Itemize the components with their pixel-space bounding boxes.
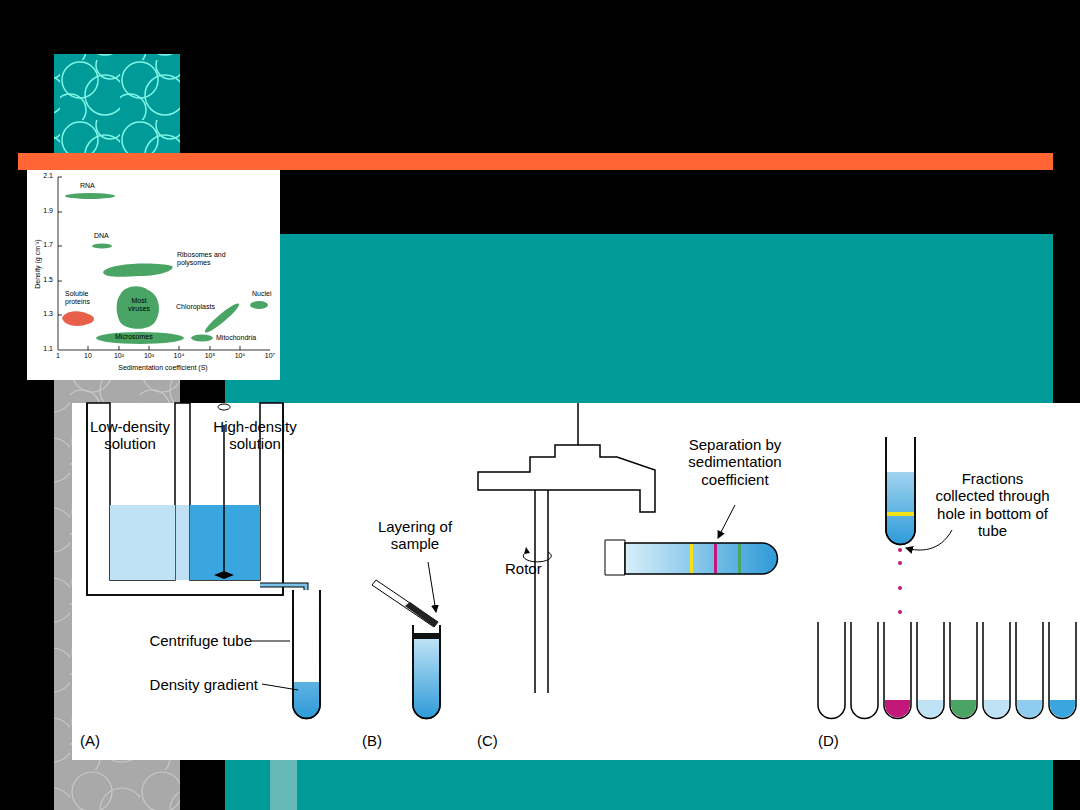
axis-tick: 1 — [46, 352, 70, 360]
data-label: Soluble proteins — [65, 290, 105, 306]
panel-letter: (D) — [818, 732, 858, 749]
data-label: Mitochondria — [216, 334, 276, 342]
axis-tick: 10⁵ — [198, 352, 222, 360]
data-label: Nuclei — [252, 290, 282, 298]
callout-label: Layering of sample — [370, 518, 460, 553]
data-label: Microsomes — [115, 333, 165, 341]
data-label: DNA — [94, 232, 124, 240]
part-label: Rotor — [505, 560, 565, 577]
callout-label: High-density solution — [200, 418, 310, 453]
callout-label: Separation by sedimentation coefficient — [670, 436, 800, 488]
axis-tick: 1.1 — [35, 345, 53, 353]
panel-letter: (A) — [80, 732, 120, 749]
panel-letter: (C) — [477, 732, 517, 749]
axis-tick: 10⁶ — [228, 352, 252, 360]
panel-letter: (B) — [362, 732, 402, 749]
axis-tick: 10⁴ — [167, 352, 191, 360]
callout-label: Centrifuge tube — [122, 632, 252, 649]
axis-tick: 10 — [76, 352, 100, 360]
axis-tick: 10³ — [137, 352, 161, 360]
callout-label: Fractions collected through hole in bott… — [930, 470, 1055, 539]
axis-tick: 10⁷ — [258, 352, 282, 360]
axis-title: Sedimentation coefficient (S) — [93, 364, 233, 372]
axis-tick: 1.9 — [35, 207, 53, 215]
callout-label: Low-density solution — [80, 418, 180, 453]
axis-title: Density (g cm⁻³) — [34, 224, 42, 304]
axis-tick: 2.1 — [35, 172, 53, 180]
data-label: RNA — [80, 182, 110, 190]
callout-label: Density gradient — [128, 676, 258, 693]
data-label: Chloroplasts — [176, 303, 226, 311]
axis-tick: 10² — [107, 352, 131, 360]
data-label: Ribosomes and polysomes — [177, 251, 237, 267]
data-label: Most viruses — [122, 297, 156, 313]
axis-tick: 1.3 — [35, 310, 53, 318]
